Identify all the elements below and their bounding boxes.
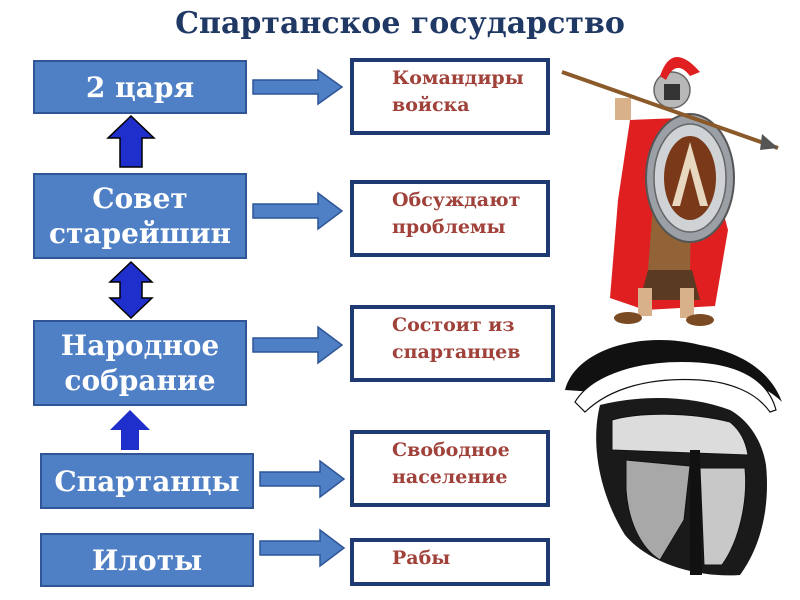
- box-council-of-elders: Совет старейшин: [33, 173, 247, 259]
- desc-discuss-problems: Обсуждают проблемы: [350, 180, 550, 257]
- desc-consists-of-spartans: Состоит из спартанцев: [350, 305, 555, 382]
- desc-slaves-text: Рабы: [392, 547, 451, 569]
- box-two-kings-label: 2 царя: [85, 70, 195, 104]
- arrow-updown-council-assembly: [108, 260, 154, 320]
- diagram-title: Спартанское государство: [175, 6, 625, 41]
- box-helots: Илоты: [40, 533, 254, 587]
- desc-consists-of-spartans-text: Состоит из спартанцев: [392, 314, 521, 363]
- desc-army-commanders: Командиры войска: [350, 58, 550, 135]
- desc-free-population: Свободное население: [350, 430, 550, 507]
- box-peoples-assembly-label: Народное собрание: [60, 329, 220, 397]
- box-spartans: Спартанцы: [40, 453, 254, 509]
- box-peoples-assembly: Народное собрание: [33, 320, 247, 406]
- desc-discuss-problems-text: Обсуждают проблемы: [392, 189, 521, 238]
- arrow-right-5: [259, 528, 346, 568]
- arrow-right-4: [259, 459, 346, 499]
- arrow-right-1: [252, 68, 344, 106]
- spartan-helmet-illustration: [565, 340, 782, 576]
- box-spartans-label: Спартанцы: [54, 464, 240, 498]
- arrow-up-spartans-to-assembly: [110, 410, 150, 450]
- desc-free-population-text: Свободное население: [392, 439, 510, 488]
- arrow-up-council-to-kings: [106, 114, 156, 168]
- arrow-right-3: [252, 325, 344, 365]
- box-two-kings: 2 царя: [33, 60, 247, 114]
- box-helots-label: Илоты: [91, 543, 203, 577]
- arrow-right-2: [252, 191, 344, 231]
- desc-slaves: Рабы: [350, 538, 550, 586]
- hoplite-warrior-illustration: [561, 56, 779, 326]
- box-council-of-elders-label: Совет старейшин: [48, 182, 232, 250]
- desc-army-commanders-text: Командиры войска: [392, 67, 524, 116]
